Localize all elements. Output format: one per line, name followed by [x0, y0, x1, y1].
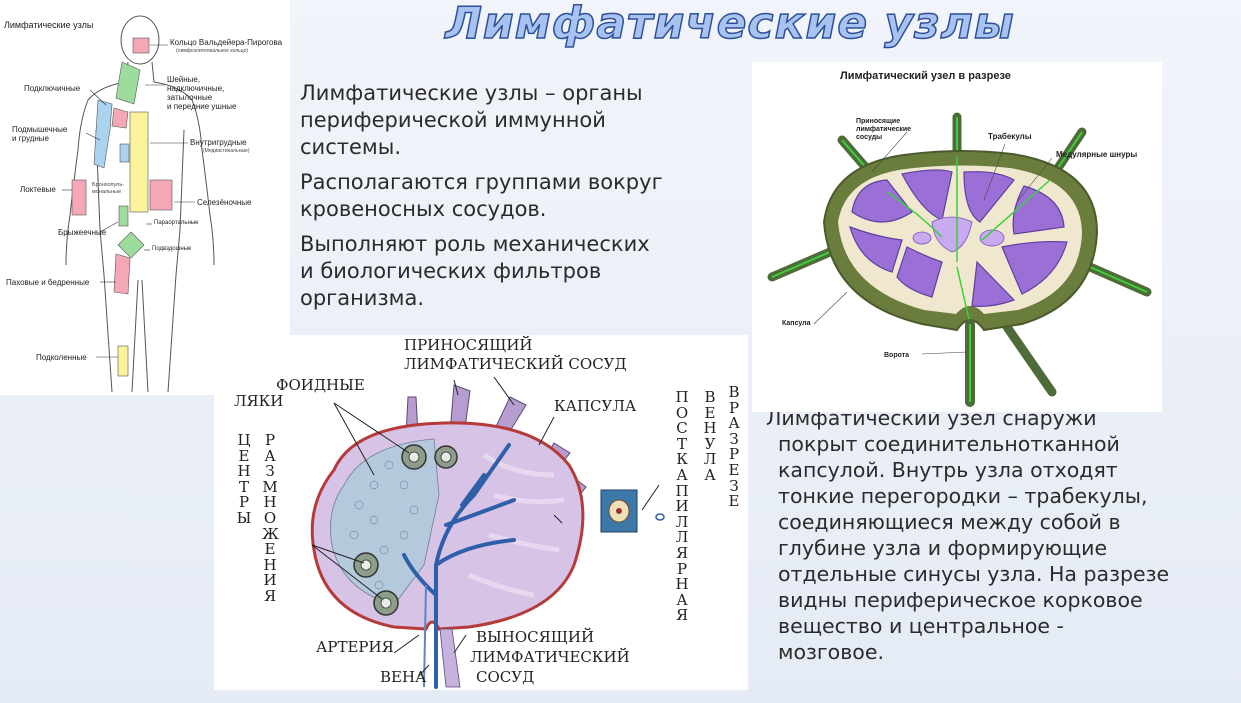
label-neck-3: затылочные — [167, 93, 213, 102]
label-afferent-vessel-1: ПРИНОСЯЩИЙ — [404, 336, 533, 354]
label-elbow: Локтевые — [20, 185, 56, 194]
label-popliteal: Подколенные — [36, 353, 87, 362]
label-follicles-1: ФОИДНЫЕ — [276, 376, 365, 394]
lymph-node-structure-illustration — [310, 376, 665, 689]
description-line: тонкие перегородки – трабекулы, — [778, 484, 1148, 508]
label-neck-2: надключичные, — [167, 84, 225, 93]
intro-sentence-1: Лимфатические узлы – органы периферическ… — [300, 80, 663, 161]
description-line: соединяющиеся между собой в — [778, 510, 1121, 534]
intro-line: Лимфатические узлы – органы — [300, 81, 643, 105]
description-line: капсулой. Внутрь узла отходят — [778, 458, 1118, 482]
label-axillary-2: и грудные — [12, 134, 49, 143]
label-venule: ВЕНУЛА — [703, 388, 717, 484]
label-vein: ВЕНА — [380, 668, 427, 686]
description-line: глубине узла и формирующие — [778, 536, 1108, 560]
intro-line: организма. — [300, 286, 425, 310]
lymph-node-section-diagram: Лимфатический узел в разрезе Приносящие … — [752, 62, 1162, 412]
description-line: мозговое. — [778, 640, 884, 664]
label-follicles-2: ЛЯКИ — [234, 392, 284, 410]
body-diagram-title: Лимфатические узлы — [4, 20, 94, 30]
label-efferent-1: ВЫНОСЯЩИЙ — [476, 628, 595, 646]
label-afferent-vessel-2: ЛИМФАТИЧЕСКИЙ СОСУД — [404, 355, 627, 373]
label-efferent-2: ЛИМФАТИЧЕСКИЙ — [470, 648, 630, 666]
label-in-section: В РАЗРЕЗЕ — [728, 383, 740, 511]
intro-line: Располагаются группами вокруг — [300, 170, 663, 194]
label-trabeculae: Трабекулы — [988, 132, 1032, 141]
section-diagram-title: Лимфатический узел в разрезе — [840, 70, 1011, 82]
label-intrathoracic-sub: (Медиастинальные) — [203, 148, 250, 154]
label-ring: Кольцо Вальдейера-Пирогова — [170, 38, 283, 47]
lymph-node-section-illustration — [767, 112, 1152, 407]
intro-sentence-2: Располагаются группами вокруг кровеносны… — [300, 169, 663, 223]
label-subclavian: Подключичные — [24, 84, 81, 93]
label-para-aortic: Параортальные — [154, 220, 199, 226]
slide-title: Лимфатические узлы — [445, 0, 1015, 49]
label-efferent-3: СОСУД — [476, 668, 535, 686]
label-mesenteric: Брыжеечные — [58, 228, 107, 237]
intro-sentence-3: Выполняют роль механических и биологичес… — [300, 231, 663, 312]
intro-text: Лимфатические узлы – органы периферическ… — [300, 80, 663, 320]
label-centers: ЦЕНТРЫ — [236, 431, 252, 527]
label-postcapillary: ПОСТКАПИЛЛЯРНАЯ — [675, 388, 689, 625]
intro-line: периферической иммунной — [300, 108, 606, 132]
description-line: вещество и центральное - — [778, 614, 1064, 638]
label-axillary-1: Подмышечные — [12, 125, 68, 134]
label-spleen: Селезёночные — [197, 198, 252, 207]
description-text: Лимфатический узел снаружи покрыт соедин… — [766, 405, 1169, 665]
label-capsule-ru: КАПСУЛА — [554, 397, 637, 415]
label-medullary: Медулярные шнуры — [1056, 150, 1138, 159]
label-bronch-2: мональные — [92, 189, 122, 195]
intro-line: системы. — [300, 135, 401, 159]
intro-line: Выполняют роль механических — [300, 232, 650, 256]
label-inguinal: Паховые и бедренные — [6, 278, 90, 287]
label-reproduction: РАЗМНОЖЕНИЯ — [262, 431, 279, 605]
label-bronch-1: Бронхопуль- — [92, 182, 125, 188]
label-intrathoracic: Внутригрудные — [190, 138, 247, 147]
label-neck-4: и передние ушные — [167, 102, 237, 111]
intro-line: и биологических фильтров — [300, 259, 602, 283]
label-hilum: Ворота — [884, 352, 910, 359]
label-afferent-2: лимфатические — [856, 126, 912, 133]
description-line: отдельные синусы узла. На разрезе — [778, 562, 1170, 586]
label-capsule: Капсула — [782, 320, 811, 327]
intro-line: кровеносных сосудов. — [300, 197, 547, 221]
label-afferent-1: Приносящие — [856, 118, 901, 125]
label-neck-1: Шейные, — [167, 75, 201, 84]
description-line: покрыт соединительнотканной — [778, 432, 1120, 456]
label-iliac: Подвздошные — [152, 246, 192, 252]
label-ring-sub: (лимфоэпителиальное кольцо) — [176, 48, 249, 54]
label-afferent-3: сосуды — [856, 134, 883, 141]
body-outline-illustration — [62, 15, 215, 393]
body-lymph-nodes-diagram: Лимфатические узлы Кольцо Вальдейера-Пир… — [0, 0, 290, 395]
description-line: видны периферическое корковое — [778, 588, 1143, 612]
label-artery: АРТЕРИЯ — [316, 638, 394, 656]
lymph-node-structure-diagram: ПРИНОСЯЩИЙ ЛИМФАТИЧЕСКИЙ СОСУД ФОИДНЫЕ Л… — [214, 335, 748, 690]
